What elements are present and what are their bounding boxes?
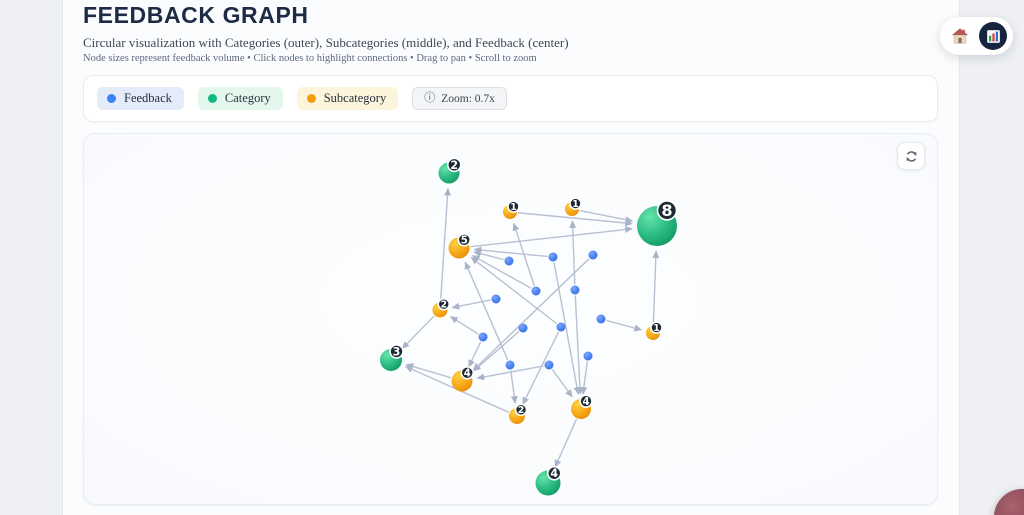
charts-button[interactable] — [979, 22, 1007, 50]
legend-bar: Feedback Category Subcategory ⓘ Zoom: 0.… — [83, 75, 938, 122]
node-feedback-f2[interactable] — [548, 252, 558, 262]
page-subtitle: Circular visualization with Categories (… — [83, 35, 569, 50]
node-subcategory-s8[interactable]: 4 — [571, 394, 593, 419]
legend-chip-subcategory: Subcategory — [296, 87, 399, 110]
page-hint: Node sizes represent feedback volume • C… — [83, 53, 537, 64]
node-feedback-f4[interactable] — [531, 286, 541, 296]
node-subcategory-s5[interactable]: 1 — [646, 321, 663, 340]
refresh-icon — [906, 150, 916, 162]
legend-label-category: Category — [224, 91, 271, 105]
legend-chip-category: Category — [197, 87, 283, 110]
node-subcategory-s2[interactable]: 1 — [565, 197, 582, 216]
node-feedback-f9[interactable] — [596, 314, 606, 324]
page-title: FEEDBACK GRAPH — [83, 2, 309, 28]
node-feedback-f8[interactable] — [556, 322, 566, 332]
zoom-indicator: ⓘ Zoom: 0.7x — [412, 87, 507, 110]
node-category-c3[interactable]: 3 — [380, 344, 404, 371]
floating-nav-pill — [940, 17, 1013, 55]
info-icon: ⓘ — [424, 92, 436, 104]
feedback-graph[interactable]: 2 8 3 4 1 1 5 2 1 4 2 4 — [84, 134, 937, 504]
home-icon — [951, 28, 969, 44]
node-feedback-f5[interactable] — [570, 285, 580, 295]
node-subcategory-s1[interactable]: 1 — [503, 200, 520, 219]
legend-chip-feedback: Feedback — [97, 87, 184, 110]
content-column: FEEDBACK GRAPH Circular visualization wi… — [62, 0, 960, 515]
legend-label-feedback: Feedback — [124, 91, 172, 105]
node-subcategory-s6[interactable]: 4 — [451, 366, 475, 392]
node-feedback-f1[interactable] — [504, 256, 514, 266]
category-dot-icon — [207, 94, 217, 103]
node-feedback-f6[interactable] — [491, 294, 501, 304]
node-subcategory-s3[interactable]: 5 — [448, 233, 472, 259]
corner-floating-button[interactable] — [994, 489, 1024, 515]
node-feedback-f10[interactable] — [478, 332, 488, 342]
node-category-c1[interactable]: 2 — [438, 157, 462, 184]
node-feedback-f12[interactable] — [505, 360, 515, 370]
graph-canvas-panel: 2 8 3 4 1 1 5 2 1 4 2 4 — [83, 133, 938, 505]
feedback-dot-icon — [107, 94, 116, 103]
node-subcategory-s4[interactable]: 2 — [432, 297, 451, 318]
zoom-level-label: Zoom: 0.7x — [441, 92, 495, 105]
node-category-c2[interactable]: 8 — [637, 200, 678, 246]
node-subcategory-s7[interactable]: 2 — [509, 403, 528, 424]
subcategory-dot-icon — [306, 94, 316, 103]
node-feedback-f13[interactable] — [544, 360, 554, 370]
node-category-c4[interactable]: 4 — [535, 465, 562, 496]
home-button[interactable] — [946, 22, 974, 50]
legend-label-subcategory: Subcategory — [323, 91, 387, 105]
node-feedback-f3[interactable] — [588, 250, 598, 260]
node-feedback-f7[interactable] — [518, 323, 528, 333]
reset-view-button[interactable] — [897, 142, 925, 170]
bar-chart-icon — [986, 29, 1000, 43]
node-feedback-f11[interactable] — [583, 351, 593, 361]
